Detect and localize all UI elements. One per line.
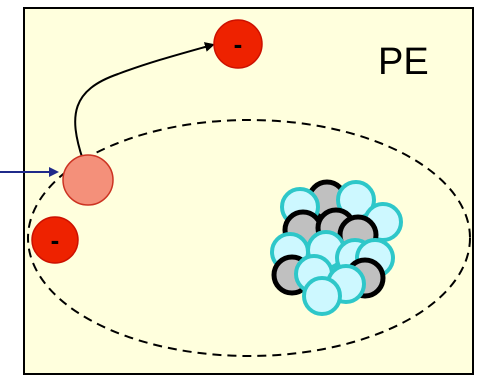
orbiting-electron-body	[31, 216, 79, 264]
panel-label: PE	[378, 41, 429, 83]
orbiting-electron-sign: -	[51, 225, 60, 255]
ejected-electron: -	[213, 19, 263, 69]
ejected-electron-body	[213, 19, 263, 69]
ejection-path-arrow	[74, 42, 215, 161]
ejected-electron-sign: -	[234, 29, 243, 59]
struck-electron	[62, 154, 114, 206]
orbiting-electron: -	[31, 216, 79, 264]
nucleus-neutron	[302, 276, 342, 316]
electron-orbit	[27, 119, 471, 357]
nucleus	[270, 179, 403, 316]
